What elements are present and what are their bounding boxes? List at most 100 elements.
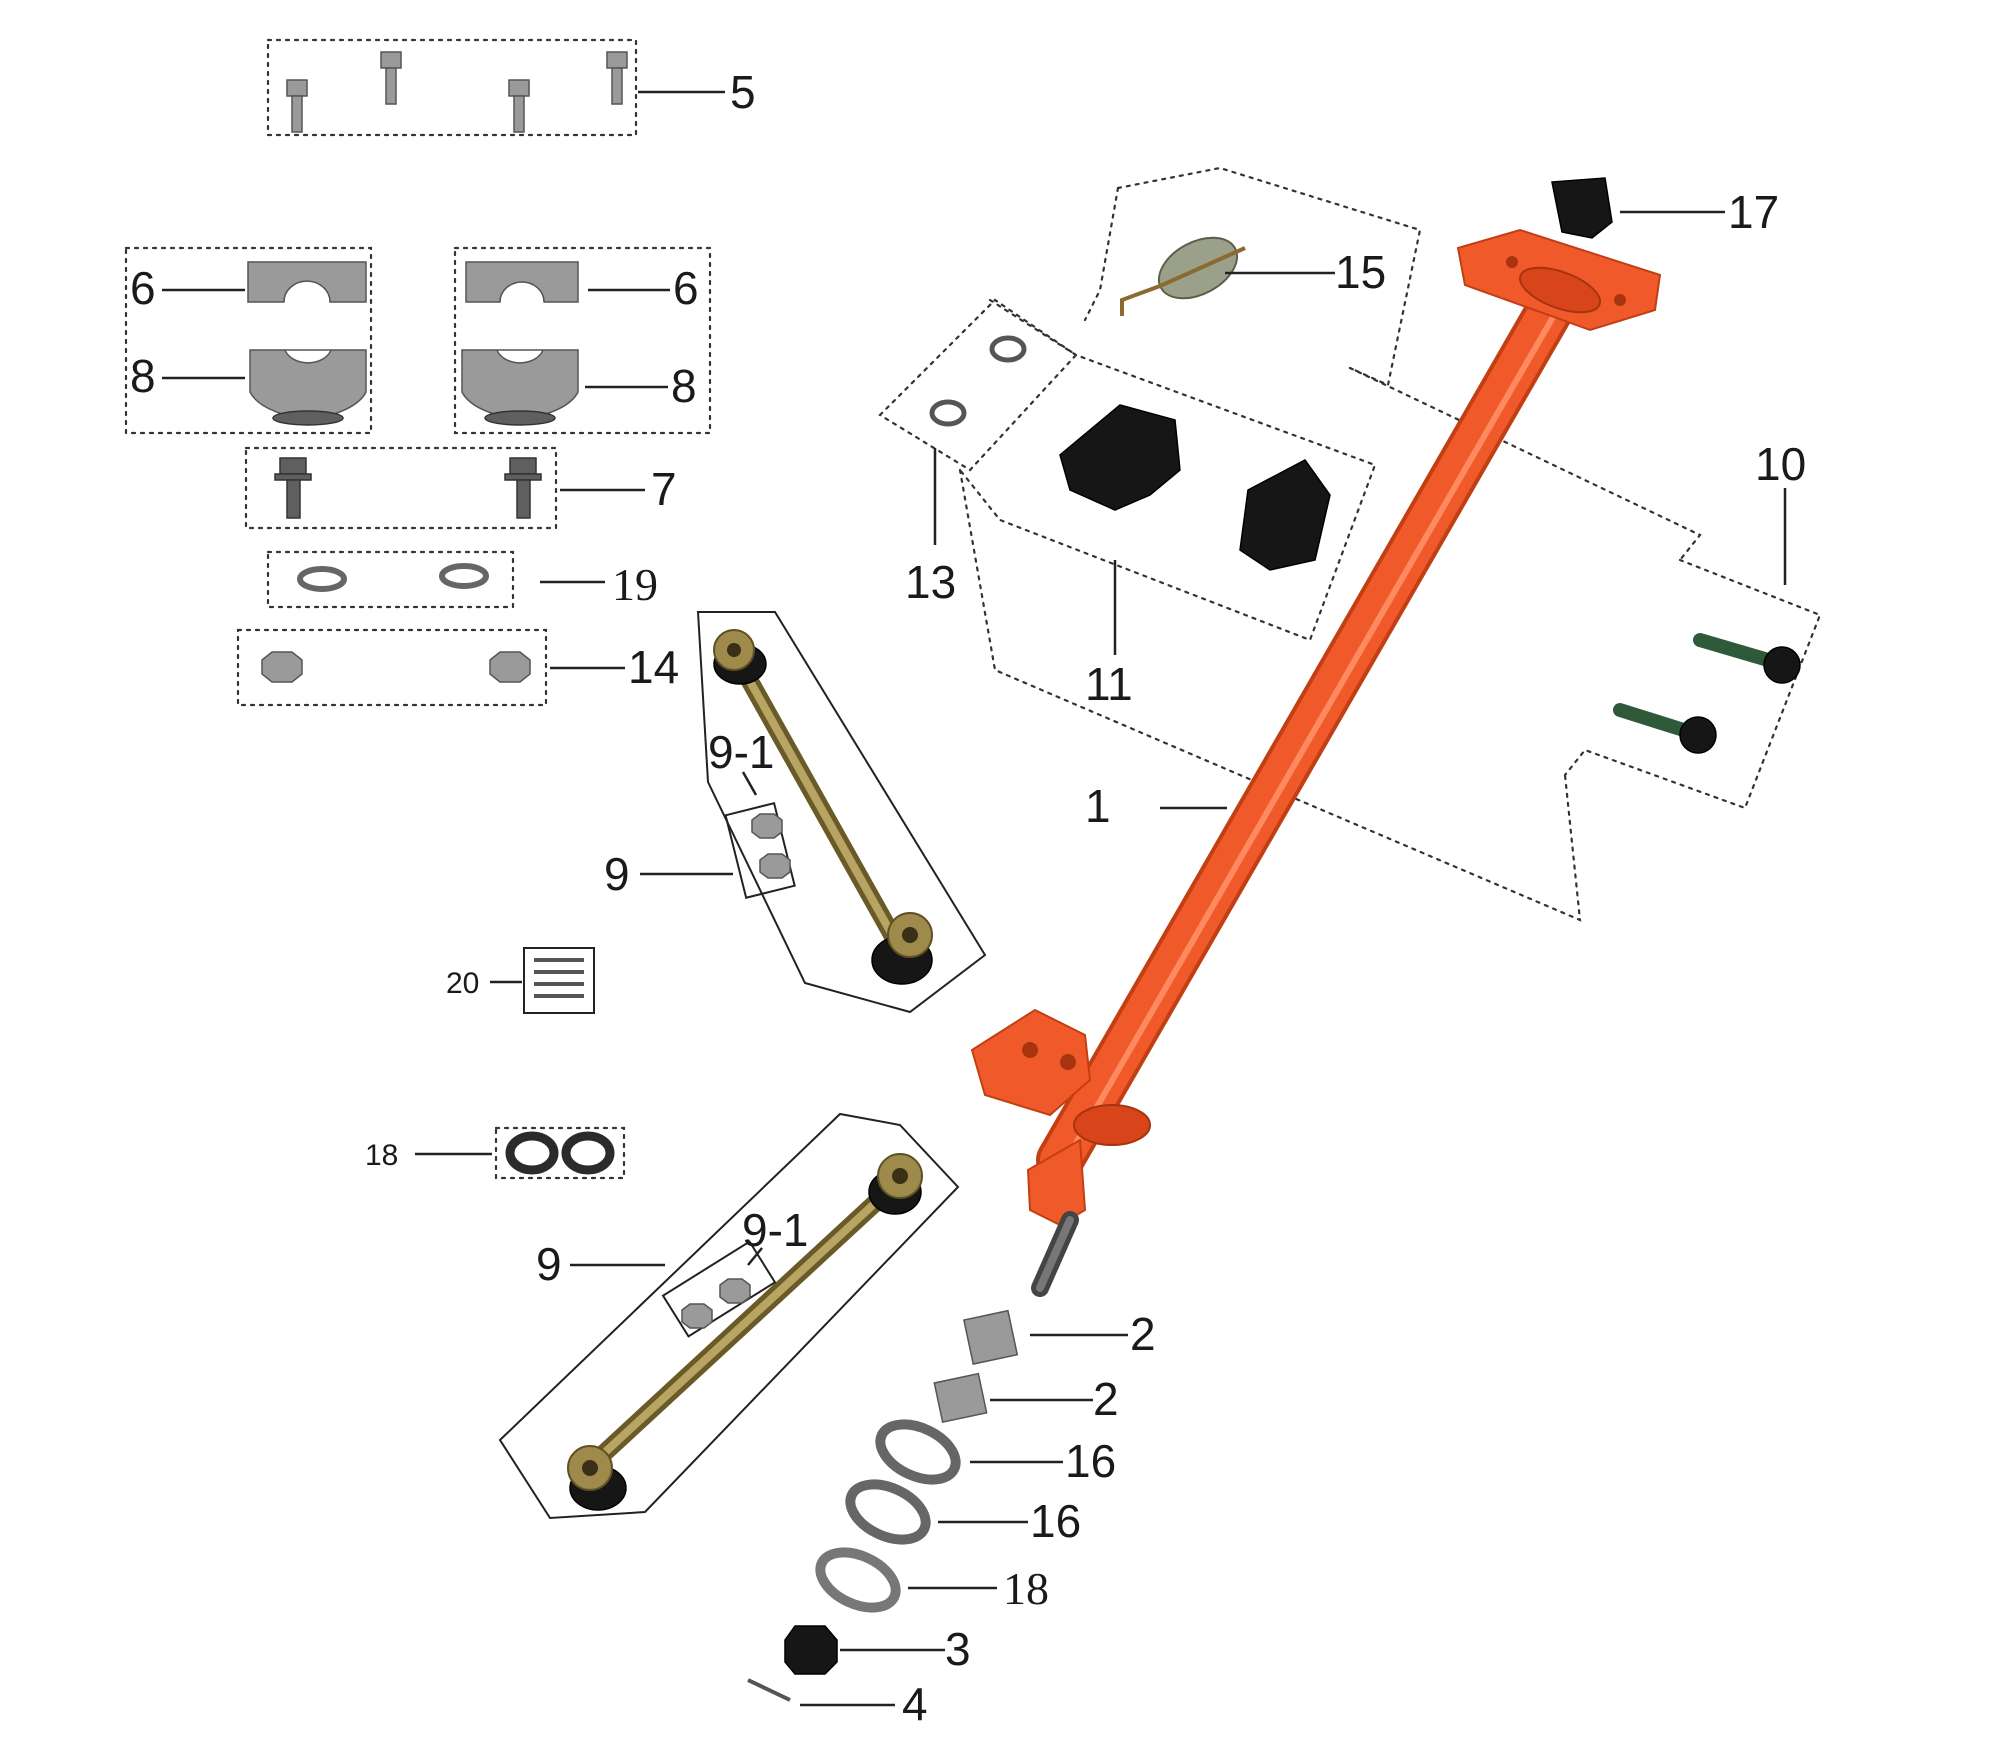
castle-nut-icon: [719, 1278, 751, 1304]
part-9-1-box: [661, 1240, 777, 1338]
tie-rod-upper-group: 9-1 9: [604, 611, 987, 1014]
part-19-spring-washers: 19: [266, 550, 658, 610]
callout-9-lower: 9: [536, 1238, 562, 1290]
clamp-box-left: [124, 246, 373, 435]
part-1-steering-column: 1: [970, 228, 1662, 1297]
thrust-washer-icon: [875, 1419, 961, 1485]
clamp-set-right: 6 8: [453, 246, 712, 435]
part-10-zone: [1563, 558, 1822, 810]
callout-6-left: 6: [130, 262, 156, 314]
washer-icon: [505, 1131, 559, 1175]
callout-15: 15: [1335, 246, 1386, 298]
part-14-flange-nuts: 14: [236, 628, 679, 707]
pitman-arm-bracket: [970, 1008, 1092, 1117]
washer-icon: [989, 335, 1027, 363]
part-20-box: [523, 947, 595, 1014]
bolt-icon: [606, 51, 628, 105]
flange-bolt-icon: [274, 457, 312, 519]
clamp-base-icon: [272, 410, 344, 426]
clamp-base-icon: [484, 410, 556, 426]
thrust-washer-icon: [845, 1479, 931, 1545]
washer-icon: [815, 1547, 901, 1613]
part-11-bushing-halves: 11: [1059, 404, 1331, 710]
callout-10: 10: [1755, 438, 1806, 490]
lower-clamp-icon: [249, 349, 367, 421]
callout-2-upper: 2: [1130, 1308, 1156, 1360]
bushing-sleeve-icon: [963, 1309, 1019, 1365]
callout-8-left: 8: [130, 350, 156, 402]
callout-16-upper: 16: [1065, 1435, 1116, 1487]
callout-9-1-lower: 9-1: [742, 1204, 808, 1256]
part-14-box: [236, 628, 548, 707]
callout-3: 3: [945, 1623, 971, 1675]
part-10-mounting-bolts: 10: [1613, 438, 1806, 754]
part-5-box: [266, 38, 638, 137]
part-20-cotter-pins: 20: [446, 947, 595, 1014]
callout-18-lower: 18: [1003, 1563, 1049, 1614]
callout-9-upper: 9: [604, 848, 630, 900]
part-7-box: [244, 446, 558, 530]
bolt-icon: [380, 51, 402, 105]
part-18-box: [494, 1126, 626, 1180]
callout-14: 14: [628, 641, 679, 693]
lower-stack: 2 2 16 16 18 3 4: [747, 1308, 1156, 1730]
callout-5: 5: [730, 66, 756, 118]
callout-7: 7: [651, 463, 677, 515]
callout-8-right: 8: [671, 360, 697, 412]
bolt-icon: [508, 79, 530, 133]
part-5-bolts-group: 5: [266, 38, 756, 137]
castle-nut-icon: [784, 1625, 838, 1675]
column-zone-lower: [958, 468, 1582, 922]
part-19-box: [266, 550, 515, 609]
callout-16-lower: 16: [1030, 1495, 1081, 1547]
castle-nut-icon: [759, 853, 791, 879]
callout-20: 20: [446, 967, 479, 1000]
upper-clamp-icon: [465, 261, 579, 303]
bushing-half-icon: [1239, 459, 1331, 571]
flange-nut-icon: [261, 651, 303, 683]
part-17-top-bushing: 17: [1551, 177, 1779, 239]
callout-4: 4: [902, 1678, 928, 1730]
part-18-washers-left: 18: [365, 1126, 626, 1180]
part-13-zone: [878, 298, 1078, 472]
washer-icon: [561, 1131, 615, 1175]
part-7-flange-bolts: 7: [244, 446, 677, 530]
hook-icon: [1120, 246, 1246, 316]
flange-bolt-icon: [504, 457, 542, 519]
upper-clamp-icon: [247, 261, 367, 303]
hex-bolt-icon: [1613, 703, 1717, 754]
spring-washer-icon: [297, 566, 347, 592]
bolt-icon: [286, 79, 308, 133]
part-9-1-box: [724, 801, 796, 899]
callout-1: 1: [1085, 780, 1111, 832]
cotter-pin-icon: [747, 1678, 791, 1702]
callout-6-right: 6: [673, 262, 699, 314]
bushing-sleeve-icon: [933, 1372, 988, 1424]
callout-2-lower: 2: [1093, 1373, 1119, 1425]
castle-nut-icon: [681, 1303, 713, 1329]
spring-washer-icon: [439, 563, 489, 589]
lower-clamp-icon: [461, 349, 579, 421]
part-13-washers: 13: [905, 335, 1027, 608]
tie-rod-lower-group: 9-1 9: [498, 1112, 960, 1520]
clamp-set-left: 6 8: [124, 246, 373, 435]
tie-rod-lower-outline: [498, 1112, 960, 1520]
lower-bracket: [1026, 1138, 1087, 1227]
flange-nut-icon: [489, 651, 531, 683]
clamp-box-right: [453, 246, 712, 435]
callout-11: 11: [1085, 658, 1133, 710]
bushing-half-icon: [1059, 404, 1181, 511]
callout-17: 17: [1728, 186, 1779, 238]
column-collar: [1073, 1104, 1151, 1146]
hex-bolt-icon: [1693, 633, 1801, 684]
callout-13: 13: [905, 556, 956, 608]
part-15-plate: 15: [1120, 236, 1386, 316]
washer-icon: [929, 399, 967, 427]
top-bushing-icon: [1551, 177, 1613, 239]
callout-9-1-upper: 9-1: [708, 726, 774, 778]
part-15-zone-left: [1083, 186, 1120, 322]
callout-18-left: 18: [365, 1139, 398, 1172]
castle-nut-icon: [751, 813, 783, 839]
tie-rod-upper-outline: [696, 611, 987, 1014]
